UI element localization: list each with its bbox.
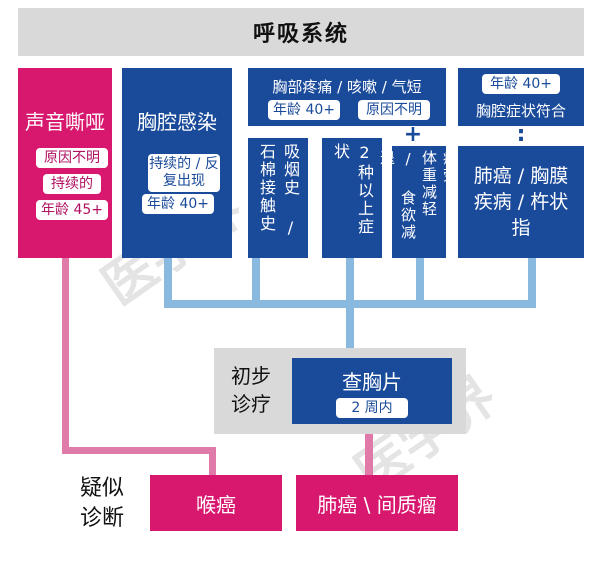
col3-sub3-text: 疲劳 / 体重减轻 / 食欲减退 [378, 150, 459, 241]
col2-title: 胸腔感染 [137, 110, 217, 134]
plus-sign: + [403, 122, 423, 147]
connector-col3b [346, 258, 354, 308]
connector-down [346, 300, 354, 372]
initial-title: 查胸片 [342, 370, 402, 394]
col3-title: 胸部疼痛 / 咳嗽 / 气短 [272, 78, 422, 96]
initial-pill: 2 周内 [336, 398, 408, 418]
connector-col4 [528, 258, 536, 308]
connector-col3c [416, 258, 424, 308]
col4-header-box: 年龄 40+ 胸腔症状符合 [458, 68, 584, 126]
connector-col2 [164, 258, 172, 308]
col3-sub2-box: 2种以上症状 [322, 138, 382, 258]
col4-result: 肺癌 / 胸膜疾病 / 杵状指 [473, 165, 569, 239]
col3-sub3-box: 疲劳 / 体重减轻 / 食欲减退 [378, 146, 459, 258]
col3-sub1-text: 吸烟史 / 石棉接触史 [257, 143, 300, 239]
col4-pill: 年龄 40+ [482, 74, 560, 94]
suspect-box-2: 肺癌 \ 间质瘤 [296, 475, 458, 531]
col1-pill-2: 持续的 [43, 174, 101, 194]
pink-line-vertical-1 [62, 258, 69, 454]
col3-pill-2: 原因不明 [358, 100, 430, 120]
col2-pill-2: 年龄 40+ [142, 194, 214, 214]
initial-label: 初步诊疗 [231, 364, 271, 416]
col3-header-box: 胸部疼痛 / 咳嗽 / 气短 年龄 40+ 原因不明 [248, 68, 446, 126]
col1-pill-1: 原因不明 [36, 148, 108, 168]
col3-sub1-box: 吸烟史 / 石棉接触史 [248, 138, 308, 258]
header-title: 呼吸系统 [18, 8, 584, 56]
pink-line-vertical-2 [209, 447, 216, 475]
pink-line-horizontal [62, 447, 216, 454]
col2-box: 胸腔感染 持续的 / 反复出现 年龄 40+ [122, 68, 232, 258]
col1-pill-3: 年龄 45+ [36, 200, 108, 220]
suspect-box-1: 喉癌 [150, 475, 282, 531]
col3-sub2-text: 2种以上症状 [331, 143, 374, 236]
col2-pill-1: 持续的 / 反复出现 [148, 154, 220, 192]
col4-title: 胸腔症状符合 [475, 102, 566, 120]
initial-box: 查胸片 2 周内 [292, 358, 452, 424]
colon-sign: : [516, 122, 526, 147]
connector-col3a [252, 258, 260, 308]
col4-result-box: 肺癌 / 胸膜疾病 / 杵状指 [458, 146, 584, 258]
col1-box: 声音嘶哑 原因不明 持续的 年龄 45+ [18, 68, 112, 258]
col3-pill-1: 年龄 40+ [268, 100, 340, 120]
suspect-label: 疑似诊断 [79, 476, 124, 531]
pink-line-to-lung [365, 420, 373, 475]
col1-title: 声音嘶哑 [25, 110, 105, 134]
